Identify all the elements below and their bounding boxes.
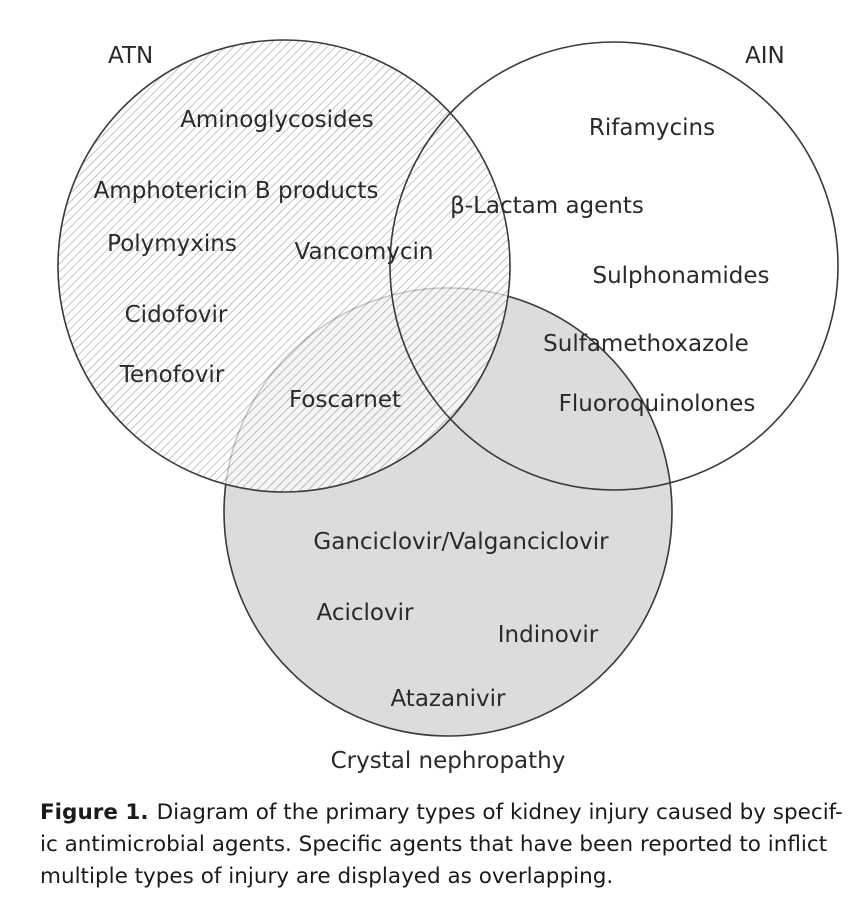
agent-sulfamethoxazole: Sulfamethoxazole <box>543 331 749 357</box>
ain-title: AIN <box>745 43 785 69</box>
agent-aminoglycosides: Aminoglycosides <box>180 107 374 133</box>
agent-atazanivir: Atazanivir <box>390 686 506 712</box>
venn-diagram: ATN AIN Crystal nephropathy Aminoglycosi… <box>57 39 839 774</box>
agent-ganciclovir: Ganciclovir/Valganciclovir <box>313 529 609 555</box>
figure-caption-text: Diagram of the primary types of kidney i… <box>40 800 843 889</box>
atn-title: ATN <box>108 43 153 69</box>
crystal-title: Crystal nephropathy <box>331 748 566 774</box>
agent-vancomycin: Vancomycin <box>295 239 434 265</box>
agent-rifamycins: Rifamycins <box>589 115 715 141</box>
atn-circle <box>57 39 511 493</box>
agent-beta-lactam: β-Lactam agents <box>450 193 644 219</box>
ain-circle <box>389 41 839 491</box>
agent-cidofovir: Cidofovir <box>125 302 228 328</box>
agent-foscarnet: Foscarnet <box>289 387 401 413</box>
figure-label: Figure 1. <box>40 800 149 825</box>
agent-aciclovir: Aciclovir <box>317 600 414 626</box>
figure-caption: Figure 1.Diagram of the primary types of… <box>40 797 860 893</box>
agent-fluoroquinolones: Fluoroquinolones <box>559 391 756 417</box>
agent-indinovir: Indinovir <box>498 622 599 648</box>
agent-tenofovir: Tenofovir <box>119 362 225 388</box>
agent-polymyxins: Polymyxins <box>107 231 237 257</box>
agent-amphotericin: Amphotericin B products <box>94 178 379 204</box>
agent-sulphonamides: Sulphonamides <box>592 263 769 289</box>
